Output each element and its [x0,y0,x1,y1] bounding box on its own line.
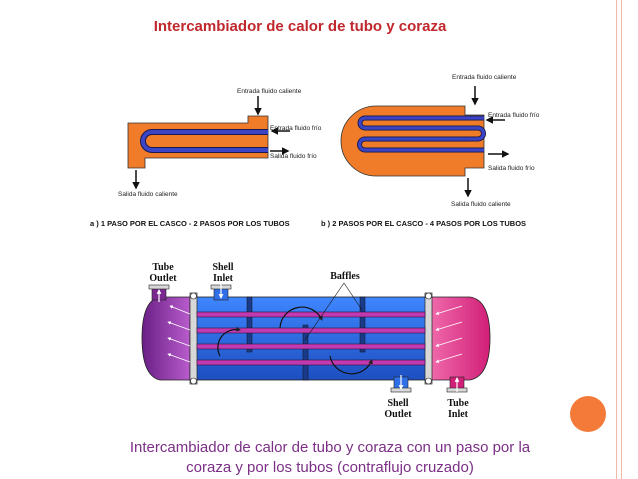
diagram-c-left-head [141,296,191,381]
diagram-b-hot-in-label: Entrada fluido caliente [452,74,517,81]
diagram-a-caption: a ) 1 PASO POR EL CASCO - 2 PASOS POR LO… [90,219,290,228]
diagram-b-cold-in-label: Entrada fluido frío [488,112,540,119]
diagram-c-baffle-3 [359,296,366,353]
diagram-c-shell-inlet-label-1: Shell [212,262,233,273]
diagram-c-shell-outlet-label-1: Shell [387,398,408,409]
diagram-a-hot-in-label: Entrada fluido caliente [237,88,302,95]
diagram-a-shell [127,115,269,169]
decorative-circle [570,396,606,432]
diagram-c-tube-outlet-label-1: Tube [152,262,174,273]
diagram-c-shell [191,296,431,381]
diagram-b-cold-out-label: Salida fluido frío [488,165,535,172]
slide-caption-line-2: coraza y por los tubos (contraflujo cruz… [186,459,474,476]
diagram-a-hot-out-label: Salida fluido caliente [118,191,178,198]
diagram-c-tubes [196,311,426,366]
diagram-c-tube-inlet-label-2: Inlet [448,409,469,420]
diagram-a-cold-out-label: Salida fluido frío [270,153,317,160]
diagram-c-baffle-2 [302,324,309,381]
diagram-c-tube-outlet-label-2: Outlet [149,273,177,284]
diagram-c-baffle-1 [246,296,253,353]
diagram-b-caption: b ) 2 PASOS POR EL CASCO - 4 PASOS POR L… [321,219,526,228]
slide-border-right [616,0,622,479]
diagram-b-hot-out-label: Salida fluido caliente [451,201,511,208]
diagram-c-tube-inlet-label-1: Tube [447,398,469,409]
diagram-c-shell-outlet-label-2: Outlet [384,409,412,420]
diagram-c-baffles-label: Baffles [330,271,360,282]
slide-title: Intercambiador de calor de tubo y coraza [153,18,447,35]
slide-caption-line-1: Intercambiador de calor de tubo y coraza… [129,439,531,456]
diagram-c: Tube Outlet Shell Inlet Baffles Shell Ou… [141,262,491,420]
diagram-a: Entrada fluido caliente Entrada fluido f… [90,88,322,228]
diagram-c-shell-inlet-label-2: Inlet [213,273,234,284]
diagram-b: Entrada fluido caliente Entrada fluido f… [321,74,540,228]
diagram-a-cold-in-label: Entrada fluido frío [270,125,322,132]
